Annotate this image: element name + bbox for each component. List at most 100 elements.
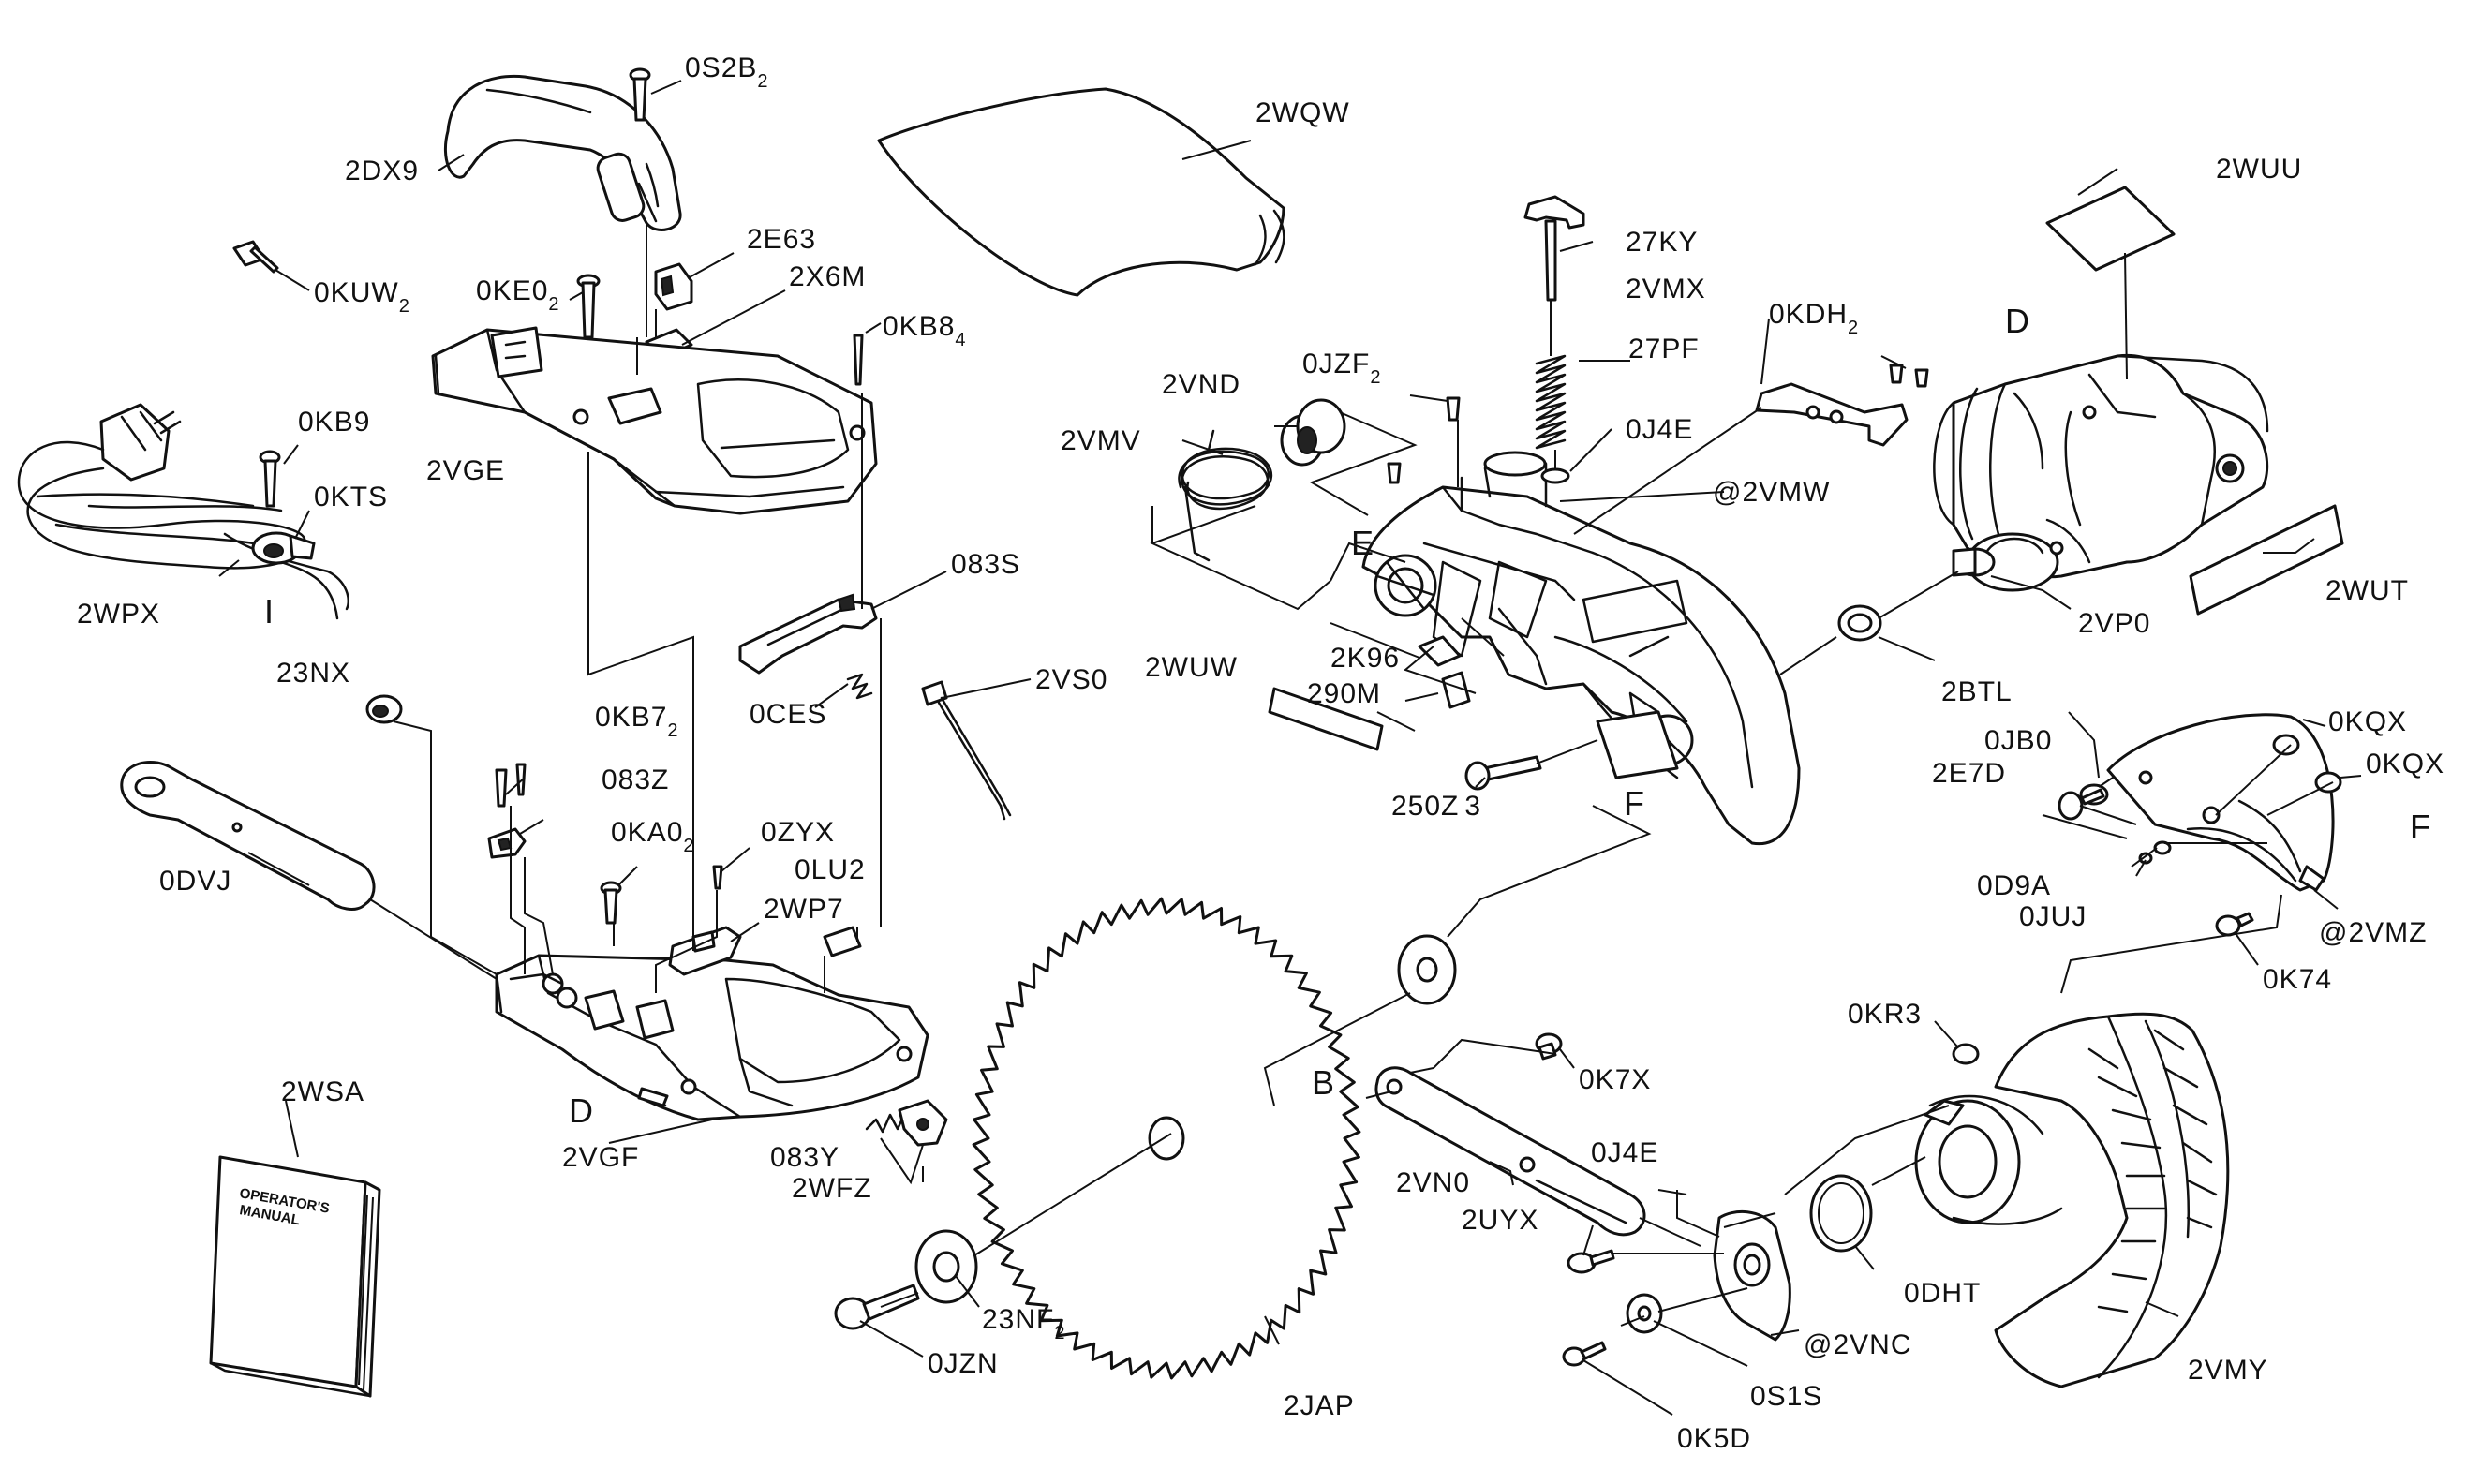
callout-0zyx: 0ZYX bbox=[761, 817, 835, 848]
callout-23nf: 23NF2 bbox=[982, 1304, 1065, 1343]
callout-2e63: 2E63 bbox=[747, 224, 816, 255]
callout-23nx: 23NX bbox=[276, 658, 350, 689]
callout-0j4e-top: 0J4E bbox=[1626, 414, 1693, 445]
washer-part bbox=[1626, 1293, 1663, 1334]
bracket-part bbox=[738, 593, 878, 675]
washer-part bbox=[1540, 467, 1570, 484]
callout-2k96: 2K96 bbox=[1330, 643, 1400, 674]
callout-0d9a: 0D9A bbox=[1977, 870, 2051, 901]
ref-letter-d-base: D bbox=[569, 1091, 594, 1130]
label-part bbox=[1418, 635, 1462, 667]
callout-0dht: 0DHT bbox=[1904, 1278, 1981, 1309]
callout-290m: 290M bbox=[1307, 678, 1381, 709]
washer-part bbox=[2153, 840, 2172, 855]
callout-2vmy: 2VMY bbox=[2188, 1355, 2268, 1386]
callout-0kts: 0KTS bbox=[314, 482, 388, 512]
motor-part bbox=[1933, 353, 2269, 592]
leader-lines bbox=[218, 80, 2362, 1416]
callout-0kuw: 0KUW2 bbox=[314, 277, 410, 317]
switch-part bbox=[823, 926, 862, 957]
pin-part bbox=[2138, 852, 2153, 865]
lower-guard-plate-part bbox=[2106, 713, 2335, 892]
callout-2wp7: 2WP7 bbox=[764, 894, 844, 925]
callout-2uyx: 2UYX bbox=[1462, 1205, 1538, 1236]
callout-0kqx-1: 0KQX bbox=[2328, 706, 2407, 737]
screw-part bbox=[853, 334, 864, 386]
power-cord-part bbox=[17, 403, 350, 620]
callout-2vs0: 2VS0 bbox=[1035, 664, 1107, 695]
bolt-part bbox=[1464, 755, 1542, 791]
callout-2vp0: 2VP0 bbox=[2078, 608, 2150, 639]
ref-letter-i: I bbox=[264, 592, 275, 631]
ring-part bbox=[1809, 1174, 1873, 1253]
handle-part bbox=[443, 74, 682, 231]
cable-part bbox=[921, 680, 1012, 821]
screw-part bbox=[712, 865, 723, 890]
callout-0s1s: 0S1S bbox=[1750, 1381, 1822, 1412]
ref-letter-b: B bbox=[1312, 1063, 1335, 1102]
ref-letter-e: E bbox=[1351, 524, 1374, 562]
arm-assembly-part bbox=[1361, 451, 1801, 846]
callout-2vge: 2VGE bbox=[426, 455, 505, 486]
spring-part bbox=[1535, 354, 1567, 450]
base-housing-part bbox=[495, 954, 929, 1121]
nut-part bbox=[1952, 1043, 1980, 1065]
cover-plate-part bbox=[1713, 1209, 1791, 1342]
callout-0s2b: 0S2B2 bbox=[685, 52, 769, 92]
callout-2btl: 2BTL bbox=[1941, 676, 2013, 707]
callout-083s: 083S bbox=[951, 549, 1020, 580]
foot-part bbox=[365, 694, 403, 724]
screw-part-small bbox=[232, 240, 279, 274]
label-part bbox=[1441, 671, 1471, 709]
callout-2vmv: 2VMV bbox=[1061, 425, 1141, 456]
wrench-part bbox=[120, 761, 376, 911]
callout-083y: 083Y bbox=[770, 1142, 839, 1173]
spring-part bbox=[846, 673, 873, 700]
link-arm-part bbox=[1374, 1066, 1646, 1237]
bracket-part bbox=[487, 827, 527, 859]
callout-0kb7: 0KB72 bbox=[595, 702, 679, 741]
knob-part bbox=[1523, 195, 1585, 302]
callout-0dvj: 0DVJ bbox=[159, 866, 231, 897]
callout-0k7x: 0K7X bbox=[1579, 1064, 1651, 1095]
ref-letter-d-motor: D bbox=[2005, 302, 2030, 340]
callout-2e7d: 2E7D bbox=[1932, 758, 2006, 789]
torsion-spring-part bbox=[1178, 429, 1273, 562]
callout-0kqx-2: 0KQX bbox=[2366, 749, 2444, 779]
screw-part bbox=[1535, 1032, 1563, 1061]
label-part bbox=[2045, 186, 2176, 272]
callout-0ke0: 0KE02 bbox=[476, 275, 560, 315]
callout-2vmx: 2VMX bbox=[1626, 274, 1706, 304]
operators-manual: OPERATOR'S MANUAL bbox=[209, 1155, 381, 1398]
callout-2vmz: @2VMZ bbox=[2319, 917, 2427, 948]
screw-part bbox=[629, 67, 651, 122]
callout-0jzf: 0JZF2 bbox=[1302, 349, 1381, 388]
callout-0lu2: 0LU2 bbox=[795, 854, 866, 885]
callout-0kb8: 0KB84 bbox=[883, 311, 967, 350]
callout-labels: 0S2B2 2DX9 2WQW 2E63 2X6M 0KE02 0KUW2 0K… bbox=[77, 52, 2444, 1454]
callout-2wfz: 2WFZ bbox=[792, 1173, 872, 1204]
label-part bbox=[1268, 687, 1384, 751]
screw-part bbox=[600, 881, 622, 925]
callout-2vgf: 2VGF bbox=[562, 1142, 639, 1173]
callout-2vnc: @2VNC bbox=[1804, 1329, 1911, 1360]
saw-blade-part bbox=[972, 897, 1361, 1380]
callout-2wuw: 2WUW bbox=[1145, 652, 1238, 683]
callout-2wpx: 2WPX bbox=[77, 599, 160, 630]
callout-2x6m: 2X6M bbox=[789, 261, 866, 292]
callout-0ces: 0CES bbox=[750, 699, 826, 730]
dust-bag-part bbox=[877, 87, 1285, 297]
callout-27pf: 27PF bbox=[1628, 334, 1700, 364]
callout-0kr3: 0KR3 bbox=[1848, 999, 1922, 1030]
screw-part bbox=[2215, 912, 2254, 937]
screw-part bbox=[1446, 396, 1461, 422]
latch-part bbox=[898, 1099, 948, 1147]
screw-part bbox=[259, 450, 281, 508]
callout-2vnd: 2VND bbox=[1162, 369, 1240, 400]
callout-2wqw: 2WQW bbox=[1255, 97, 1350, 128]
callout-0k74: 0K74 bbox=[2263, 964, 2332, 995]
callout-2jap: 2JAP bbox=[1284, 1390, 1355, 1421]
flange-part bbox=[1397, 934, 1457, 1005]
